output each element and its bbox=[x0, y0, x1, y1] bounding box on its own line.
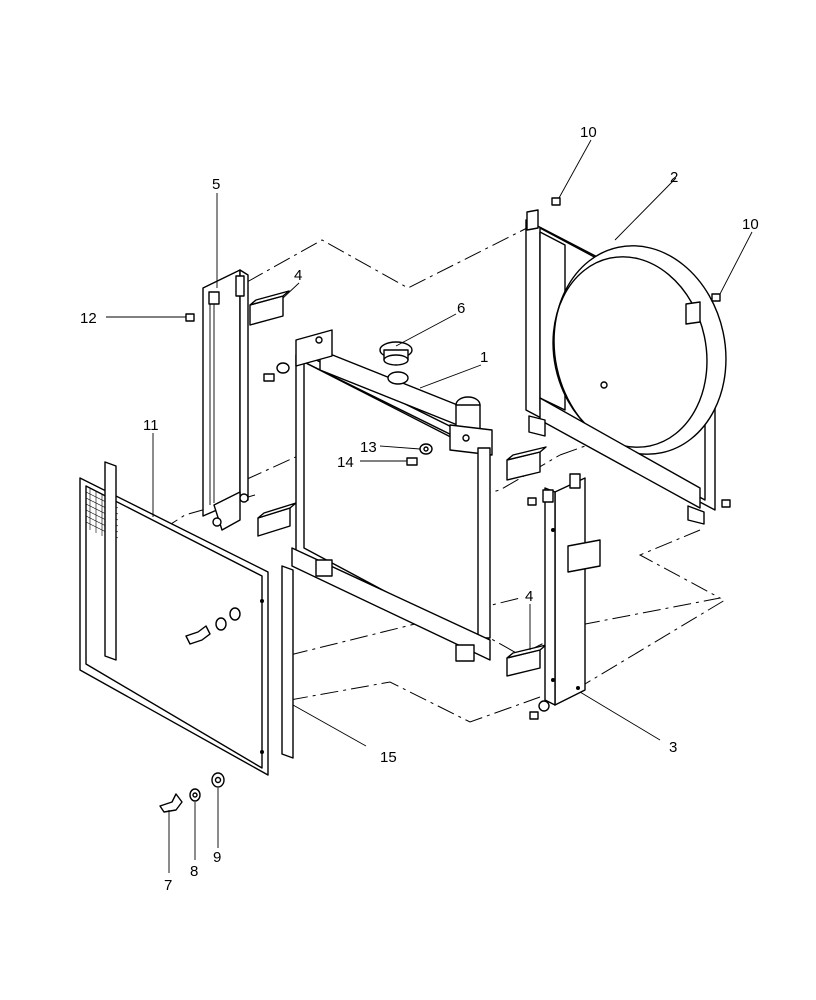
screen-fasteners-mid bbox=[185, 607, 241, 645]
callout-1: 1 bbox=[480, 349, 488, 366]
callout-13: 13 bbox=[360, 439, 377, 456]
shroud-bolt-part-10-top[interactable] bbox=[551, 197, 561, 206]
callout-9: 9 bbox=[213, 849, 221, 866]
radiator-cap-part-6[interactable] bbox=[379, 341, 413, 385]
callout-10-top: 10 bbox=[580, 124, 597, 141]
left-bracket-hardware bbox=[263, 362, 290, 382]
callout-2: 2 bbox=[670, 169, 678, 186]
right-bracket-bolts bbox=[527, 497, 539, 720]
radiator-core-part-1[interactable] bbox=[291, 329, 493, 662]
callout-3: 3 bbox=[669, 739, 677, 756]
right-bracket-part-3[interactable] bbox=[538, 473, 601, 712]
callout-4-lower: 4 bbox=[525, 588, 533, 605]
leader-lines bbox=[106, 139, 753, 873]
callout-4-upper: 4 bbox=[294, 267, 302, 284]
side-seal-strip bbox=[104, 461, 117, 661]
callout-15: 15 bbox=[380, 749, 397, 766]
shroud-bolt-part-10-right[interactable] bbox=[711, 293, 721, 302]
foam-block-part-4-left[interactable] bbox=[249, 290, 297, 537]
foam-block-part-4-right[interactable] bbox=[506, 446, 547, 677]
callout-labels: 1 2 3 4 4 5 6 7 8 9 10 10 11 12 13 14 15 bbox=[80, 124, 759, 894]
callout-7: 7 bbox=[164, 877, 172, 894]
callout-6: 6 bbox=[457, 300, 465, 317]
bolt-part-12[interactable] bbox=[185, 313, 195, 322]
shroud-bolt-lower bbox=[721, 499, 731, 508]
bolt-part-14[interactable] bbox=[406, 457, 418, 466]
nut-part-13[interactable] bbox=[419, 443, 433, 455]
callout-12: 12 bbox=[80, 310, 97, 327]
left-bracket-part-5[interactable] bbox=[202, 269, 249, 531]
callout-10-right: 10 bbox=[742, 216, 759, 233]
callout-14: 14 bbox=[337, 454, 354, 471]
callout-11: 11 bbox=[143, 417, 159, 434]
washer-part-9[interactable] bbox=[211, 772, 225, 788]
seal-strip-part-15[interactable] bbox=[281, 565, 294, 759]
callout-8: 8 bbox=[190, 863, 198, 880]
wing-nut-part-7[interactable] bbox=[159, 793, 183, 813]
washer-part-8[interactable] bbox=[189, 788, 201, 802]
fan-shroud-part-2[interactable] bbox=[525, 209, 745, 525]
callout-5: 5 bbox=[212, 176, 220, 193]
